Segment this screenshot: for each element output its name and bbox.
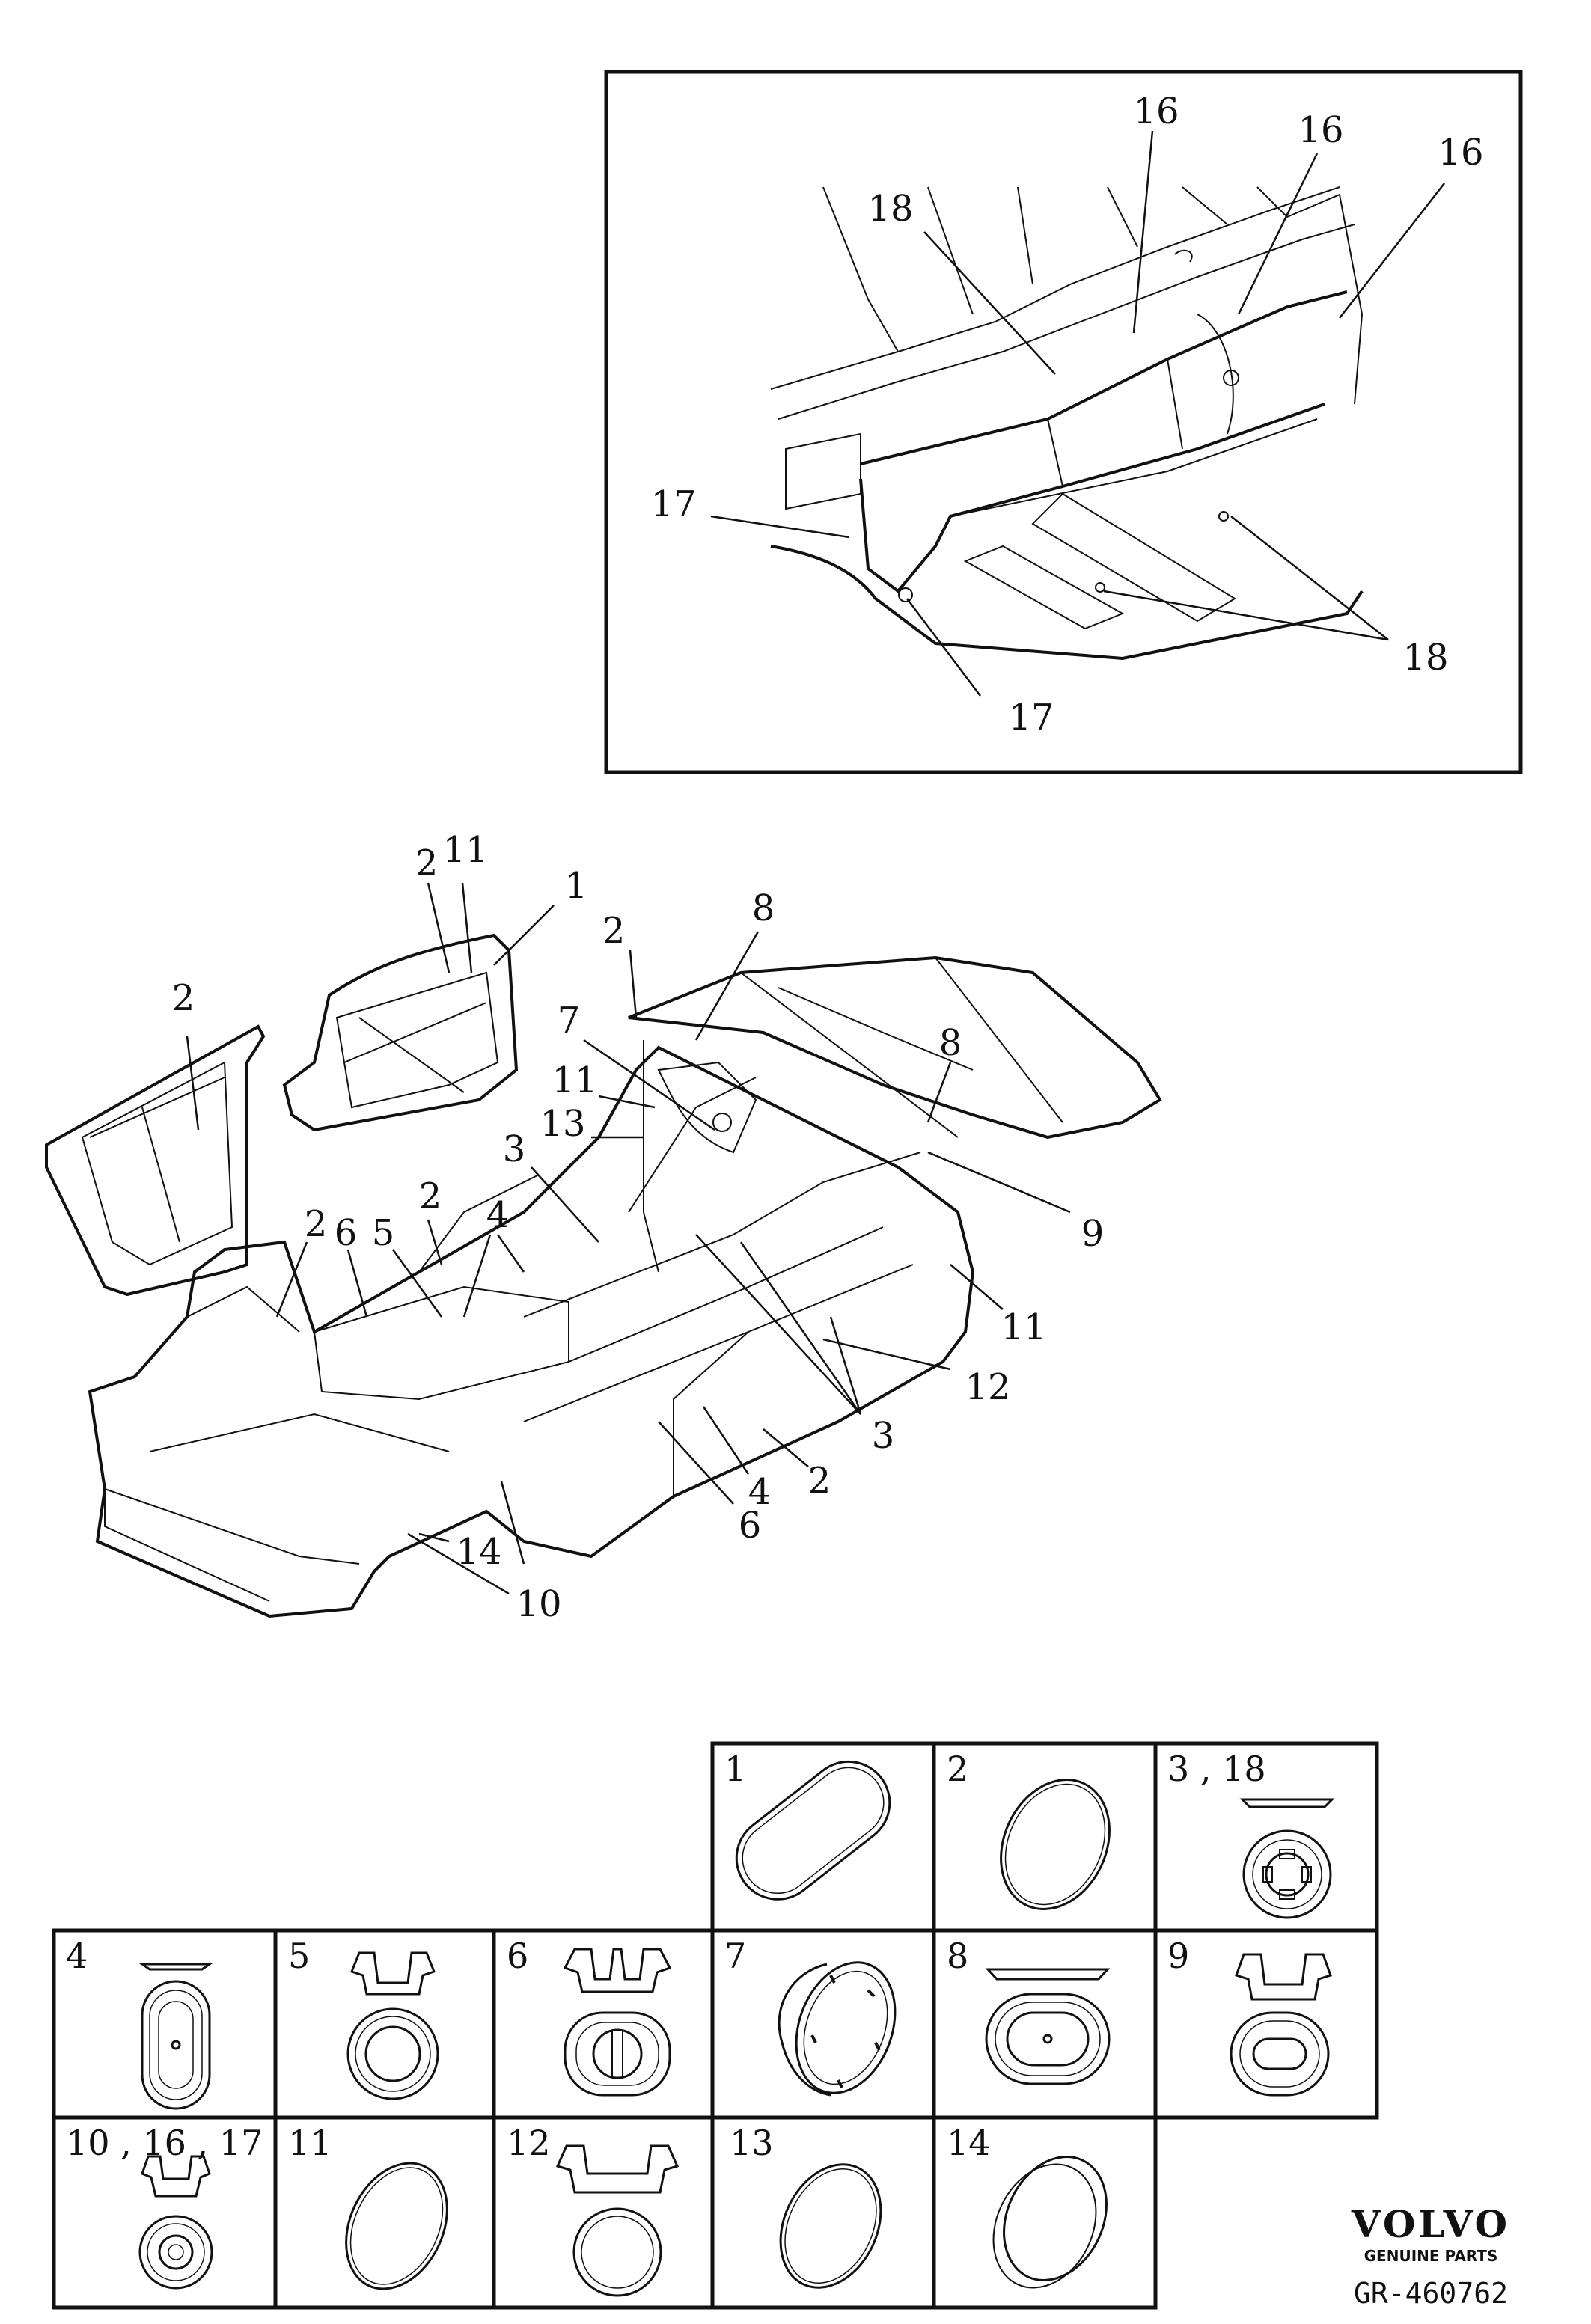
main-leaders xyxy=(186,882,1071,1595)
callout-17: 17 xyxy=(1008,697,1054,739)
oval-grommet-icon xyxy=(985,1968,1111,2085)
legend-label: 7 xyxy=(724,1936,746,1976)
callout-2: 2 xyxy=(172,977,195,1019)
callout-1: 1 xyxy=(565,865,588,907)
legend-label: 6 xyxy=(507,1936,528,1976)
callout-3: 3 xyxy=(872,1415,895,1457)
callout-11: 11 xyxy=(442,829,488,871)
callout-4: 4 xyxy=(486,1194,510,1236)
callout-14: 14 xyxy=(456,1531,501,1573)
legend-label: 3 , 18 xyxy=(1167,1749,1266,1789)
legend-label: 9 xyxy=(1167,1936,1189,1976)
callout-8: 8 xyxy=(939,1022,962,1064)
brand-subtitle: GENUINE PARTS xyxy=(1364,2247,1498,2265)
legend-label: 11 xyxy=(288,2123,332,2163)
legend-label: 14 xyxy=(947,2123,991,2163)
callout-16: 16 xyxy=(1133,91,1179,132)
double-clip-grommet-icon xyxy=(563,1948,672,2097)
callout-9: 9 xyxy=(1081,1213,1105,1255)
callout-10: 10 xyxy=(516,1583,561,1625)
callout-5: 5 xyxy=(372,1212,395,1254)
callout-12: 12 xyxy=(965,1366,1010,1408)
callout-4: 4 xyxy=(748,1471,772,1513)
callout-6: 6 xyxy=(739,1505,762,1547)
rear-door xyxy=(45,1024,266,1297)
callout-3: 3 xyxy=(503,1128,526,1170)
clip-oval-grommet-icon xyxy=(1230,1953,1332,2097)
wide-clip-grommet-icon xyxy=(555,2144,680,2297)
cup-plug-icon xyxy=(778,1961,897,2097)
callout-13: 13 xyxy=(540,1103,585,1145)
legend-label: 8 xyxy=(947,1936,968,1976)
inset-frame xyxy=(604,70,1523,774)
roof-frame xyxy=(628,955,1162,1140)
legend-label: 2 xyxy=(947,1749,968,1789)
callout-17: 17 xyxy=(650,483,696,525)
legend-label: 13 xyxy=(730,2123,774,2163)
callout-11: 11 xyxy=(552,1059,597,1101)
legend-label: 1 xyxy=(724,1749,746,1789)
round-plug-icon xyxy=(779,2163,882,2289)
callout-16: 16 xyxy=(1298,109,1343,151)
round-plug-icon xyxy=(345,2162,448,2290)
callout-7: 7 xyxy=(558,1000,581,1042)
grommet-icon xyxy=(1239,1798,1335,1919)
callout-2: 2 xyxy=(808,1460,831,1502)
parts-legend: 1 2 3 , 18 4 5 6 7 8 9 10 , 16 , 17 11 1… xyxy=(52,1741,1379,2310)
callout-16: 16 xyxy=(1438,132,1483,174)
callout-2: 2 xyxy=(419,1175,442,1217)
callout-6: 6 xyxy=(335,1212,358,1254)
legend-label: 4 xyxy=(66,1936,88,1976)
volvo-logo: VOLVO xyxy=(1351,2202,1510,2246)
brand-block: VOLVO GENUINE PARTS GR-460762 xyxy=(1351,2202,1510,2310)
inset-floor-drawing xyxy=(770,186,1364,661)
round-plug-icon xyxy=(1000,1779,1111,1910)
clip-grommet-icon xyxy=(346,1951,439,2100)
front-door xyxy=(282,933,519,1132)
legend-label: 5 xyxy=(288,1936,310,1976)
callout-2: 2 xyxy=(415,843,439,884)
small-clip-grommet-icon xyxy=(138,2155,213,2290)
legend-label: 12 xyxy=(507,2123,551,2163)
callout-2: 2 xyxy=(305,1203,328,1245)
callout-11: 11 xyxy=(1001,1306,1046,1348)
callout-18: 18 xyxy=(867,188,913,230)
thick-disc-plug-icon xyxy=(992,2155,1108,2289)
inset-detail: 16 16 16 18 17 17 18 xyxy=(604,70,1523,774)
oval-seal-icon xyxy=(735,1760,891,1901)
callout-2: 2 xyxy=(602,910,626,952)
oblong-plug-icon xyxy=(138,1963,213,2110)
callout-18: 18 xyxy=(1402,637,1448,679)
underbody xyxy=(88,1045,975,1618)
reference-code: GR-460762 xyxy=(1354,2277,1508,2310)
callout-8: 8 xyxy=(752,887,775,929)
legend-label: 10 , 16 , 17 xyxy=(66,2123,263,2163)
body-assembly-drawing xyxy=(45,933,1162,1618)
